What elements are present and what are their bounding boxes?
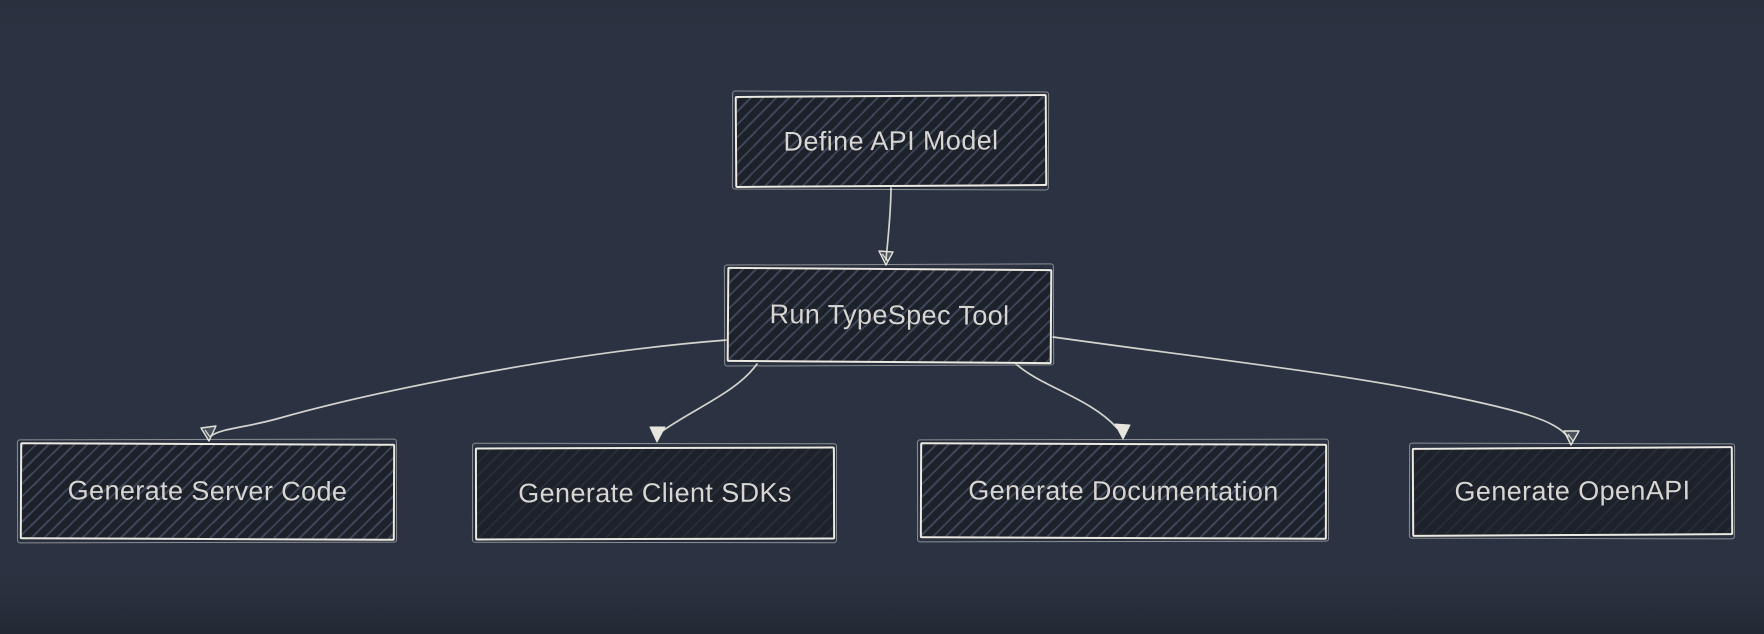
node-define-api-model: Define API Model (734, 94, 1048, 188)
edge-line (1052, 336, 1569, 438)
node-generate-documentation: Generate Documentation (919, 442, 1328, 540)
arrowhead-hatch-icon (881, 253, 889, 262)
arrowhead-icon (649, 426, 666, 443)
node-label: Define API Model (783, 124, 999, 157)
edge-line (885, 186, 892, 261)
node-label: Generate Client SDKs (518, 477, 792, 509)
edge-line (1015, 363, 1118, 429)
edge-run-to-client-sdks (649, 363, 758, 443)
edge-line (660, 363, 758, 433)
node-label: Generate OpenAPI (1454, 475, 1691, 507)
arrowhead-icon (1114, 423, 1131, 440)
edge-define-to-run (878, 186, 894, 266)
node-run-typespec-tool: Run TypeSpec Tool (726, 266, 1053, 365)
edge-run-to-openapi (1052, 336, 1580, 446)
node-label: Generate Server Code (67, 475, 348, 507)
node-generate-openapi: Generate OpenAPI (1411, 446, 1734, 537)
node-generate-client-sdks: Generate Client SDKs (474, 446, 836, 541)
edge-run-to-documentation (1015, 363, 1131, 440)
arrowhead-hatch-icon (204, 429, 211, 438)
node-label: Run TypeSpec Tool (769, 299, 1010, 331)
node-generate-server-code: Generate Server Code (19, 442, 396, 541)
edge-line (210, 339, 728, 437)
edge-run-to-server-code (200, 339, 728, 442)
arrowhead-icon (200, 425, 217, 442)
arrowhead-hatch-icon (1567, 433, 1574, 442)
node-label: Generate Documentation (968, 474, 1279, 507)
